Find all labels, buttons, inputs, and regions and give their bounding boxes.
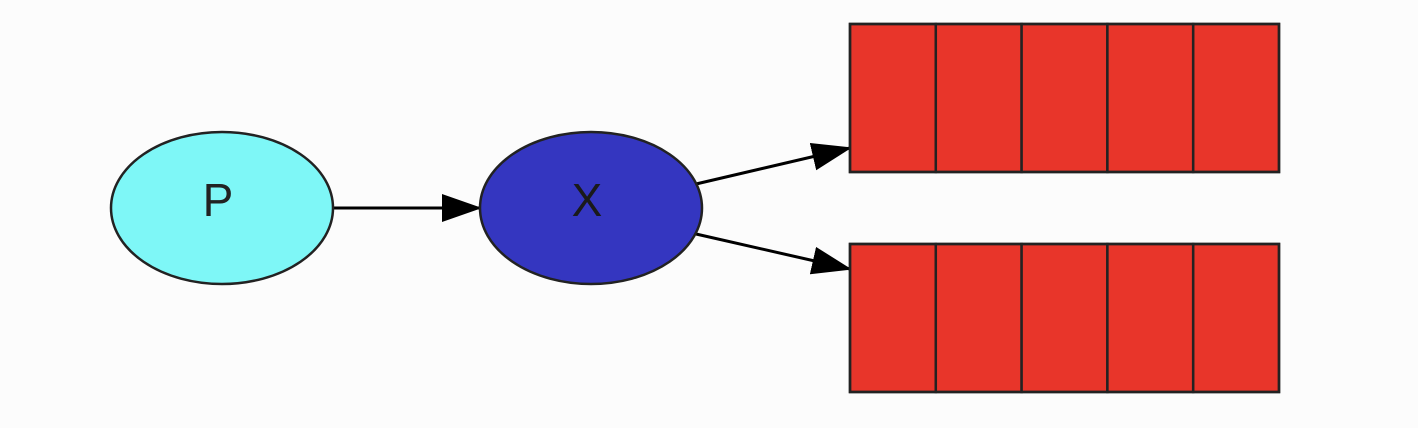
exchange-node: X	[478, 130, 704, 286]
queue-2-cell-2	[934, 242, 1023, 394]
queue-2-cell-1	[848, 242, 938, 394]
queue-2	[848, 242, 1281, 394]
queue-1-cell-4	[1106, 22, 1195, 174]
queue-2-cell-5	[1191, 242, 1281, 394]
queue-1-cell-3	[1020, 22, 1109, 174]
queue-2-outline	[848, 242, 1281, 394]
edge-exchange-to-queue-1	[695, 143, 852, 186]
queue-2-cell-3	[1020, 242, 1109, 394]
exchange-ellipse	[478, 130, 704, 286]
queue-1-cell-2	[934, 22, 1023, 174]
queue-1	[848, 22, 1281, 174]
producer-ellipse	[109, 130, 335, 286]
queue-1-outline	[848, 22, 1281, 174]
queue-1-cell-5	[1191, 22, 1281, 174]
exchange-label: X	[572, 174, 603, 226]
queue-1-cell-1	[848, 22, 938, 174]
producer-node: P	[109, 130, 335, 286]
edge-exchange-to-queue-2	[695, 232, 852, 275]
queue-2-cell-4	[1106, 242, 1195, 394]
producer-label: P	[203, 174, 234, 226]
